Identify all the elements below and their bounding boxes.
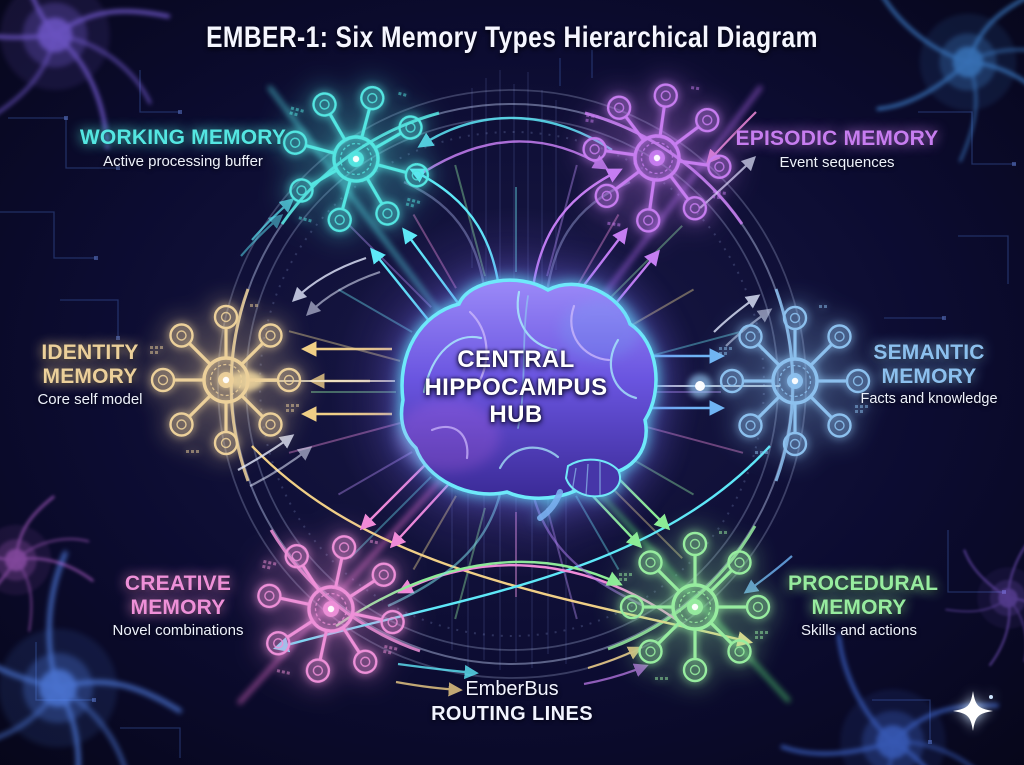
creative-memory-title: CREATIVE MEMORY	[124, 572, 232, 619]
identity-memory-label-block: IDENTITY MEMORY Core self model	[28, 341, 152, 408]
creative-memory-subtitle: Novel combinations	[112, 622, 244, 639]
semantic-memory-subtitle: Facts and knowledge	[860, 391, 998, 407]
semantic-memory-title: SEMANTIC MEMORY	[873, 341, 985, 388]
brain-gyri	[422, 290, 638, 470]
procedural-memory-subtitle: Skills and actions	[801, 622, 917, 639]
episodic-memory-title: EPISODIC MEMORY	[735, 127, 939, 150]
brain-stem	[537, 489, 563, 521]
working-memory-label-block: WORKING MEMORY Active processing buffer	[72, 126, 294, 170]
semantic-memory-label-block: SEMANTIC MEMORY Facts and knowledge	[856, 341, 1002, 407]
brain-cerebellum	[564, 458, 621, 498]
episodic-memory-label-block: EPISODIC MEMORY Event sequences	[730, 127, 944, 171]
bus-caption: ROUTING LINES	[431, 703, 593, 725]
identity-memory-subtitle: Core self model	[37, 391, 143, 408]
procedural-memory-label-block: PROCEDURAL MEMORY Skills and actions	[788, 572, 939, 639]
hub-line-2: HIPPOCAMPUS	[424, 373, 608, 401]
creative-memory-label-block: CREATIVE MEMORY Novel combinations	[112, 572, 244, 639]
brain-illustration	[396, 278, 658, 521]
bus-name: EmberBus	[465, 678, 559, 700]
working-memory-subtitle: Active processing buffer	[103, 152, 263, 170]
procedural-memory-title: PROCEDURAL MEMORY	[788, 572, 939, 619]
hub-line-1: CENTRAL	[457, 346, 575, 373]
hub-label: CENTRAL HIPPOCAMPUS HUB	[396, 346, 636, 429]
central-hub	[331, 207, 701, 577]
sparkle-icon	[953, 691, 993, 731]
diagram-title: EMBER-1: Six Memory Types Hierarchical D…	[206, 21, 818, 54]
episodic-memory-subtitle: Event sequences	[779, 153, 895, 171]
hub-line-3: HUB	[489, 401, 543, 428]
peripheral-arrows	[237, 111, 793, 697]
bus-label: EmberBus ROUTING LINES	[0, 678, 1024, 726]
working-memory-title: WORKING MEMORY	[79, 126, 287, 149]
identity-memory-title: IDENTITY MEMORY	[41, 341, 139, 388]
